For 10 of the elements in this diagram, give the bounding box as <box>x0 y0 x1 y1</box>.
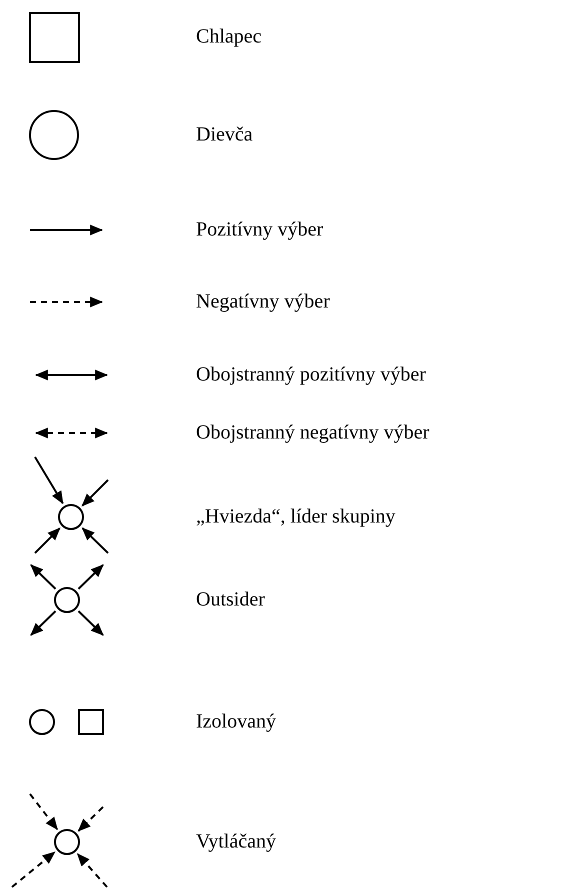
legend-label: Pozitívny výber <box>196 218 324 242</box>
legend-label: Dievča <box>196 124 253 146</box>
legend-label: Vytláčaný <box>196 830 276 854</box>
legend-label: Izolovaný <box>196 710 276 734</box>
legend-label: Chlapec <box>196 26 262 48</box>
legend-label: Outsider <box>196 588 265 612</box>
legend-label: „Hviezda“, líder skupiny <box>196 506 396 528</box>
legend-label: Obojstranný pozitívny výber <box>196 364 426 386</box>
legend-label: Negatívny výber <box>196 290 330 314</box>
legend-label: Obojstranný negatívny výber <box>196 422 430 444</box>
